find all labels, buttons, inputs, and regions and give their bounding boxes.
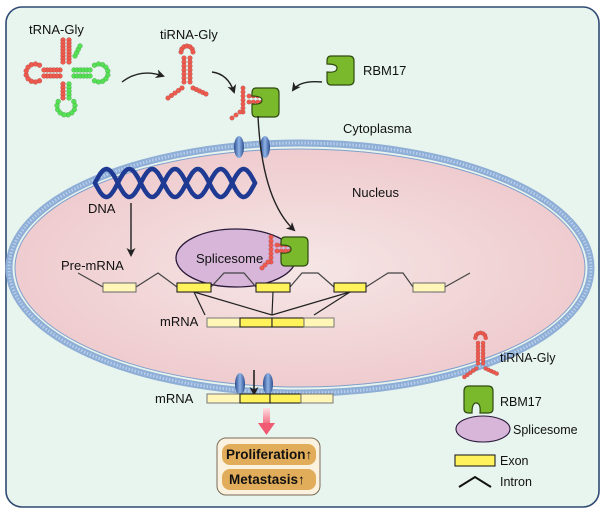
legend-label-tirna: tiRNA-Gly <box>500 351 556 365</box>
dna-helix <box>92 166 258 200</box>
mrna-nuclear-label: mRNA <box>160 314 199 329</box>
rbm17-icon <box>463 385 494 414</box>
mature-mrna-cytoplasm <box>206 393 334 404</box>
exon-icon <box>454 454 496 467</box>
cytoplasma-label: Cytoplasma <box>343 121 412 136</box>
spliceosome-label: Splicesome <box>196 251 263 266</box>
nuclear-pore-bottom <box>235 373 273 395</box>
nuclear-pore-top <box>234 136 270 158</box>
tirna-rbm17-complex <box>229 85 280 121</box>
trna-to-tirna-arrow <box>121 69 165 83</box>
splicing-lines <box>193 291 351 316</box>
intron-icon <box>458 475 492 488</box>
pre-mrna-label: Pre-mRNA <box>61 258 124 273</box>
legend: tiRNA-Gly RBM17 Splicesome Exon Intron <box>454 330 578 489</box>
tirna-icon <box>462 330 499 380</box>
nucleus <box>5 139 595 397</box>
nucleus-label: Nucleus <box>352 185 399 200</box>
bound-complex-nucleus <box>259 234 309 271</box>
nuclear-import-arrow <box>257 115 296 232</box>
legend-label-exon: Exon <box>500 454 529 468</box>
spliceosome-icon <box>455 415 511 443</box>
metastasis-label: Metastasis↑ <box>229 472 305 487</box>
trna-label: tRNA-Gly <box>29 22 84 37</box>
tirna-hairpin <box>165 43 209 101</box>
rbm17-to-complex-arrow <box>291 80 323 92</box>
rbm17-protein <box>326 55 355 86</box>
tirna-to-complex-arrow <box>211 71 237 94</box>
rbm17-label: RBM17 <box>363 63 406 78</box>
outcome-box <box>216 437 321 496</box>
mature-mrna-nucleus <box>206 317 335 328</box>
tirna-label: tiRNA-Gly <box>160 27 218 42</box>
legend-label-intron: Intron <box>500 475 532 489</box>
dna-label: DNA <box>88 201 116 216</box>
legend-label-spliceosome: Splicesome <box>513 423 578 437</box>
trna-cloverleaf <box>23 37 111 118</box>
proliferation-label: Proliferation↑ <box>226 447 312 462</box>
mrna-cyto-label: mRNA <box>155 391 194 406</box>
legend-label-rbm17: RBM17 <box>500 395 542 409</box>
outcome-arrow <box>258 408 275 435</box>
